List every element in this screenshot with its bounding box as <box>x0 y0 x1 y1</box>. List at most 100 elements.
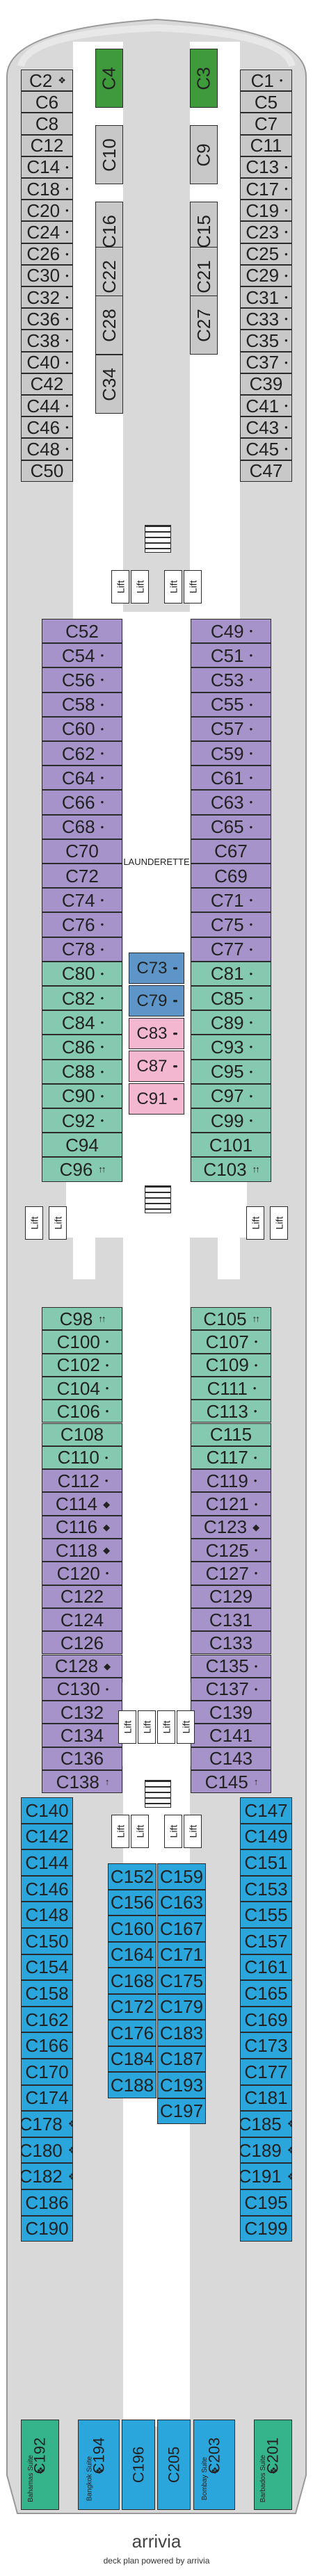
cabin-c64[interactable]: C64• <box>42 765 122 791</box>
cabin-c131[interactable]: C131 <box>191 1607 271 1632</box>
cabin-c17[interactable]: C17• <box>240 178 292 200</box>
cabin-c65[interactable]: C65• <box>191 814 271 839</box>
cabin-c179[interactable]: C179 <box>157 1993 206 2020</box>
cabin-c197[interactable]: C197 <box>157 2098 206 2124</box>
cabin-c130[interactable]: C130• <box>42 1677 122 1701</box>
cabin-c50[interactable]: C50 <box>21 460 73 482</box>
cabin-c27[interactable]: C27 <box>190 295 218 355</box>
cabin-c163[interactable]: C163 <box>157 1889 206 1915</box>
cabin-c12[interactable]: C12 <box>21 134 73 156</box>
cabin-c188[interactable]: C188 <box>108 2072 156 2098</box>
cabin-c157[interactable]: C157 <box>240 1928 292 1954</box>
cabin-c136[interactable]: C136 <box>42 1747 122 1770</box>
cabin-c135[interactable]: C135• <box>191 1654 271 1678</box>
cabin-c49[interactable]: C49• <box>191 619 271 644</box>
cabin-c44[interactable]: C44• <box>21 395 73 417</box>
cabin-c176[interactable]: C176 <box>108 2020 156 2046</box>
cabin-c47[interactable]: C47 <box>240 460 292 482</box>
cabin-c52[interactable]: C52 <box>42 619 122 644</box>
cabin-c186[interactable]: C186 <box>21 2189 73 2216</box>
cabin-c151[interactable]: C151 <box>240 1849 292 1876</box>
cabin-c191[interactable]: C191❖ <box>240 2163 292 2189</box>
cabin-c166[interactable]: C166 <box>21 2032 73 2059</box>
cabin-c70[interactable]: C70 <box>42 839 122 864</box>
cabin-c76[interactable]: C76• <box>42 912 122 937</box>
cabin-c175[interactable]: C175 <box>157 1968 206 1994</box>
cabin-c187[interactable]: C187 <box>157 2046 206 2072</box>
cabin-c101[interactable]: C101 <box>191 1133 271 1158</box>
cabin-c145[interactable]: C145↑ <box>191 1770 271 1794</box>
cabin-c184[interactable]: C184 <box>108 2046 156 2072</box>
cabin-c162[interactable]: C162 <box>21 2006 73 2033</box>
cabin-c39[interactable]: C39 <box>240 373 292 395</box>
cabin-c33[interactable]: C33• <box>240 308 292 330</box>
cabin-c79[interactable]: C79•• <box>129 985 184 1016</box>
cabin-c116[interactable]: C116◆ <box>42 1515 122 1539</box>
cabin-c125[interactable]: C125• <box>191 1539 271 1562</box>
cabin-c129[interactable]: C129 <box>191 1585 271 1608</box>
cabin-c80[interactable]: C80• <box>42 961 122 986</box>
cabin-c91[interactable]: C91•• <box>129 1083 184 1115</box>
cabin-c140[interactable]: C140 <box>21 1797 73 1824</box>
cabin-c173[interactable]: C173 <box>240 2032 292 2059</box>
cabin-c77[interactable]: C77• <box>191 937 271 962</box>
cabin-c24[interactable]: C24• <box>21 221 73 243</box>
cabin-c150[interactable]: C150 <box>21 1928 73 1954</box>
cabin-c121[interactable]: C121• <box>191 1492 271 1516</box>
cabin-c205[interactable]: C205 <box>157 2420 191 2510</box>
cabin-c119[interactable]: C119• <box>191 1469 271 1493</box>
cabin-c128[interactable]: C128◆ <box>42 1654 122 1678</box>
cabin-c139[interactable]: C139 <box>191 1701 271 1724</box>
cabin-c60[interactable]: C60• <box>42 716 122 741</box>
cabin-c88[interactable]: C88• <box>42 1059 122 1084</box>
cabin-c105[interactable]: C105↑↑ <box>191 1307 271 1331</box>
cabin-c7[interactable]: C7 <box>240 113 292 135</box>
cabin-c57[interactable]: C57• <box>191 716 271 741</box>
cabin-c3[interactable]: C3 <box>190 49 218 108</box>
cabin-c190[interactable]: C190 <box>21 2215 73 2242</box>
cabin-c109[interactable]: C109• <box>191 1353 271 1377</box>
cabin-c104[interactable]: C104• <box>42 1376 122 1400</box>
cabin-c48[interactable]: C48• <box>21 438 73 460</box>
cabin-c108[interactable]: C108 <box>42 1423 122 1446</box>
cabin-c159[interactable]: C159 <box>157 1863 206 1890</box>
cabin-c11[interactable]: C11 <box>240 134 292 156</box>
cabin-c61[interactable]: C61• <box>191 765 271 791</box>
cabin-c53[interactable]: C53• <box>191 667 271 692</box>
cabin-c155[interactable]: C155 <box>240 1902 292 1928</box>
cabin-c114[interactable]: C114◆ <box>42 1492 122 1516</box>
cabin-c177[interactable]: C177 <box>240 2059 292 2085</box>
cabin-c30[interactable]: C30• <box>21 264 73 286</box>
cabin-c13[interactable]: C13• <box>240 156 292 178</box>
cabin-c195[interactable]: C195 <box>240 2189 292 2216</box>
cabin-c73[interactable]: C73•• <box>129 953 184 984</box>
cabin-c94[interactable]: C94 <box>42 1133 122 1158</box>
cabin-c38[interactable]: C38• <box>21 330 73 352</box>
cabin-c144[interactable]: C144 <box>21 1849 73 1876</box>
cabin-c171[interactable]: C171 <box>157 1941 206 1968</box>
cabin-c74[interactable]: C74• <box>42 888 122 913</box>
cabin-c10[interactable]: C10 <box>95 125 123 184</box>
cabin-c123[interactable]: C123◆ <box>191 1515 271 1539</box>
cabin-c14[interactable]: C14• <box>21 156 73 178</box>
cabin-c185[interactable]: C185❖ <box>240 2111 292 2137</box>
cabin-c146[interactable]: C146 <box>21 1875 73 1902</box>
cabin-c193[interactable]: C193 <box>157 2072 206 2098</box>
cabin-c153[interactable]: C153 <box>240 1875 292 1902</box>
cabin-c132[interactable]: C132 <box>42 1701 122 1724</box>
cabin-c6[interactable]: C6 <box>21 91 73 113</box>
cabin-c46[interactable]: C46• <box>21 416 73 439</box>
cabin-c149[interactable]: C149 <box>240 1823 292 1850</box>
cabin-c141[interactable]: C141 <box>191 1724 271 1747</box>
cabin-c183[interactable]: C183 <box>157 2020 206 2046</box>
cabin-c134[interactable]: C134 <box>42 1724 122 1747</box>
cabin-c95[interactable]: C95• <box>191 1059 271 1084</box>
cabin-c1[interactable]: C1• <box>240 70 292 92</box>
cabin-c143[interactable]: C143 <box>191 1747 271 1770</box>
cabin-c164[interactable]: C164 <box>108 1941 156 1968</box>
cabin-c8[interactable]: C8 <box>21 113 73 135</box>
cabin-c181[interactable]: C181 <box>240 2084 292 2112</box>
cabin-c29[interactable]: C29• <box>240 264 292 286</box>
cabin-c51[interactable]: C51• <box>191 643 271 668</box>
cabin-c201[interactable]: C201❖Barbados Suite <box>254 2420 292 2510</box>
